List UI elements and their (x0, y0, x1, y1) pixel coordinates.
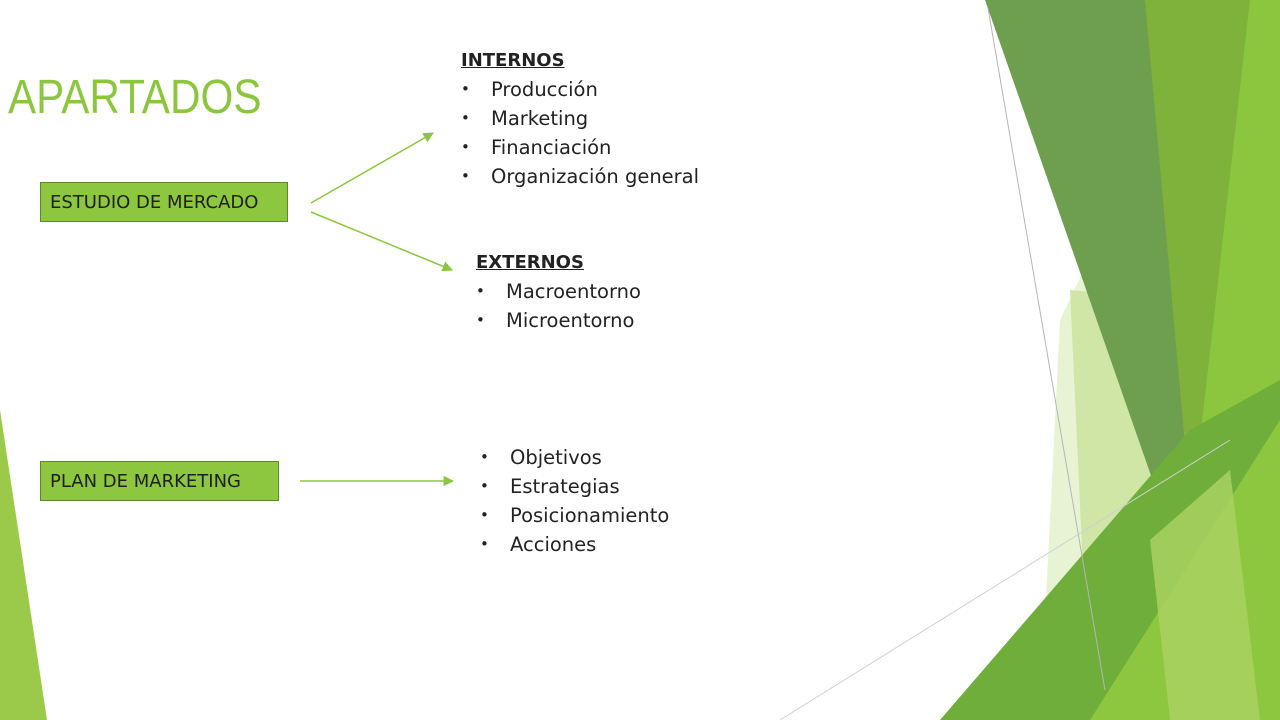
list-item: Objetivos (480, 443, 669, 472)
list-item: Microentorno (476, 306, 641, 335)
list-item: Organización general (461, 162, 699, 191)
list-item: Acciones (480, 530, 669, 559)
plan-list: Objetivos Estrategias Posicionamiento Ac… (480, 443, 669, 559)
pale-overlay-shard (1150, 470, 1260, 720)
thin-diagonal-line (987, 7, 1106, 691)
internal-heading: INTERNOS (461, 50, 565, 71)
list-item: Financiación (461, 133, 699, 162)
dark-green-band (985, 0, 1210, 530)
mid-green-band (1145, 0, 1255, 500)
market-study-box: ESTUDIO DE MERCADO (40, 182, 288, 222)
thin-diagonal-line-2 (779, 439, 1231, 720)
external-list: Macroentorno Microentorno (476, 277, 641, 335)
list-item: Marketing (461, 104, 699, 133)
list-item: Estrategias (480, 472, 669, 501)
list-item: Posicionamiento (480, 501, 669, 530)
marketing-plan-label: PLAN DE MARKETING (50, 470, 241, 492)
external-heading: EXTERNOS (476, 252, 584, 273)
list-item: Macroentorno (476, 277, 641, 306)
left-green-shard (0, 410, 47, 720)
internal-list: Producción Marketing Financiación Organi… (461, 75, 699, 191)
market-study-label: ESTUDIO DE MERCADO (50, 191, 259, 213)
list-item: Producción (461, 75, 699, 104)
marketing-plan-box: PLAN DE MARKETING (40, 461, 279, 501)
page-title: APARTADOS (8, 71, 262, 124)
